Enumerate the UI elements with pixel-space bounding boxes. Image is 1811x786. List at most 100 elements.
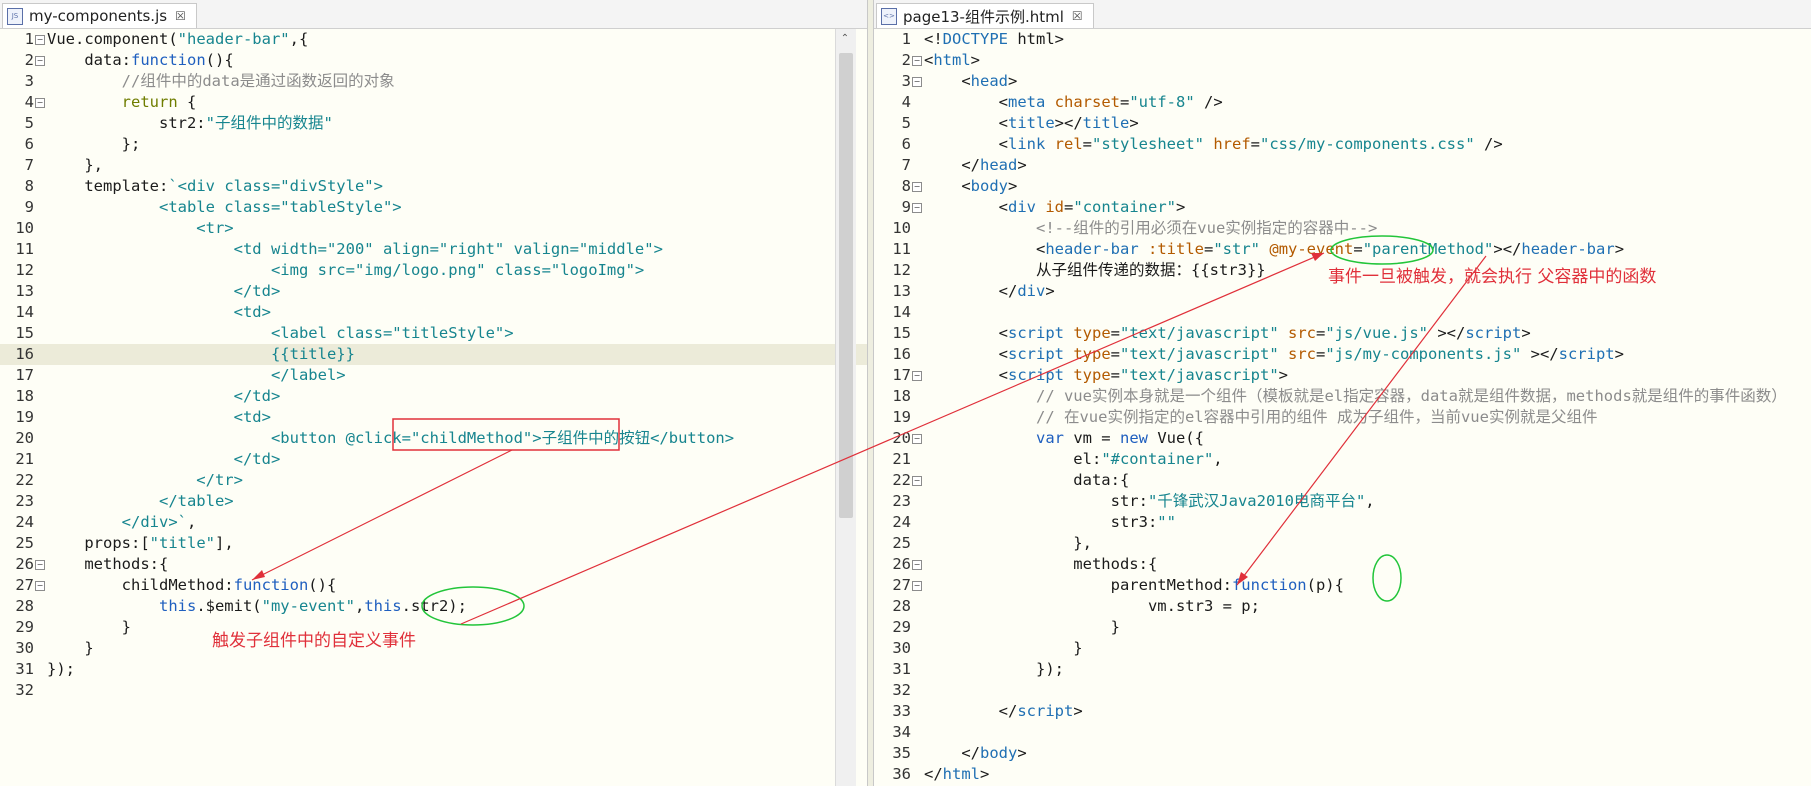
code-line[interactable]: 14: [874, 302, 1811, 323]
code-line[interactable]: 17− <script type="text/javascript">: [874, 365, 1811, 386]
code-line[interactable]: 19 <td>: [0, 407, 867, 428]
code-line[interactable]: 25 props:["title"],: [0, 533, 867, 554]
code-line[interactable]: 10 <tr>: [0, 218, 867, 239]
code-line[interactable]: 28 vm.str3 = p;: [874, 596, 1811, 617]
code-line[interactable]: 32: [874, 680, 1811, 701]
fold-toggle-icon[interactable]: −: [912, 77, 922, 87]
code-line[interactable]: 1−Vue.component("header-bar",{: [0, 29, 867, 50]
code-line[interactable]: 11 <td width="200" align="right" valign=…: [0, 239, 867, 260]
code-line[interactable]: 32: [0, 680, 867, 701]
code-line[interactable]: 26− methods:{: [0, 554, 867, 575]
line-number: 27: [15, 576, 34, 594]
code-line[interactable]: 27− childMethod:function(){: [0, 575, 867, 596]
tab-my-components-js[interactable]: JS my-components.js ☒: [2, 3, 197, 28]
code-line[interactable]: 8 template:`<div class="divStyle">: [0, 176, 867, 197]
fold-toggle-icon[interactable]: −: [35, 560, 45, 570]
code-line[interactable]: 7 </head>: [874, 155, 1811, 176]
code-line[interactable]: 20 <button @click="childMethod">子组件中的按钮<…: [0, 428, 867, 449]
code-line[interactable]: 15 <script type="text/javascript" src="j…: [874, 323, 1811, 344]
fold-toggle-icon[interactable]: −: [35, 581, 45, 591]
code-text: methods:{: [924, 555, 1158, 573]
fold-toggle-icon[interactable]: −: [912, 560, 922, 570]
fold-toggle-icon[interactable]: −: [912, 371, 922, 381]
code-line[interactable]: 9− <div id="container">: [874, 197, 1811, 218]
code-line[interactable]: 9 <table class="tableStyle">: [0, 197, 867, 218]
code-text: <script type="text/javascript" src="js/v…: [924, 324, 1531, 342]
fold-toggle-icon[interactable]: −: [912, 203, 922, 213]
fold-toggle-icon[interactable]: −: [912, 182, 922, 192]
code-line[interactable]: 1<!DOCTYPE html>: [874, 29, 1811, 50]
code-line[interactable]: 4 <meta charset="utf-8" />: [874, 92, 1811, 113]
close-icon[interactable]: ☒: [1071, 9, 1083, 23]
code-line[interactable]: 26− methods:{: [874, 554, 1811, 575]
fold-toggle-icon[interactable]: −: [35, 56, 45, 66]
code-line[interactable]: 19 // 在vue实例指定的el容器中引用的组件 成为子组件，当前vue实例就…: [874, 407, 1811, 428]
code-line[interactable]: 28 this.$emit("my-event",this.str2);: [0, 596, 867, 617]
code-line[interactable]: 21 el:"#container",: [874, 449, 1811, 470]
code-line[interactable]: 15 <label class="titleStyle">: [0, 323, 867, 344]
scrollbar-thumb[interactable]: [839, 53, 853, 518]
code-line[interactable]: 8− <body>: [874, 176, 1811, 197]
line-number: 9: [24, 198, 34, 216]
code-line[interactable]: 3− <head>: [874, 71, 1811, 92]
code-line[interactable]: 14 <td>: [0, 302, 867, 323]
code-line[interactable]: 36</html>: [874, 764, 1811, 785]
code-line[interactable]: 34: [874, 722, 1811, 743]
code-line[interactable]: 29 }: [0, 617, 867, 638]
annotation-child-note: 触发子组件中的自定义事件: [212, 631, 416, 651]
vertical-scrollbar[interactable]: ⌃: [835, 29, 856, 786]
code-line[interactable]: 16 <script type="text/javascript" src="j…: [874, 344, 1811, 365]
right-editor-pane[interactable]: <> page13-组件示例.html ☒ 1<!DOCTYPE html>2−…: [874, 0, 1811, 786]
code-line[interactable]: 18 // vue实例本身就是一个组件（模板就是el指定容器，data就是组件数…: [874, 386, 1811, 407]
code-line[interactable]: 7 },: [0, 155, 867, 176]
code-line[interactable]: 24 str3:"": [874, 512, 1811, 533]
line-number: 20: [892, 429, 911, 447]
code-line[interactable]: 30 }: [874, 638, 1811, 659]
code-line[interactable]: 6 <link rel="stylesheet" href="css/my-co…: [874, 134, 1811, 155]
code-editor-right[interactable]: 1<!DOCTYPE html>2−<html>3− <head>4 <meta…: [874, 29, 1811, 785]
code-line[interactable]: 2−<html>: [874, 50, 1811, 71]
code-text: </div>: [924, 282, 1055, 300]
code-line[interactable]: 35 </body>: [874, 743, 1811, 764]
fold-toggle-icon[interactable]: −: [35, 35, 45, 45]
left-editor-pane[interactable]: JS my-components.js ☒ 1−Vue.component("h…: [0, 0, 867, 786]
code-line[interactable]: 5 str2:"子组件中的数据": [0, 113, 867, 134]
code-line[interactable]: 18 </td>: [0, 386, 867, 407]
code-line[interactable]: 11 <header-bar :title="str" @my-event="p…: [874, 239, 1811, 260]
fold-toggle-icon[interactable]: −: [912, 476, 922, 486]
code-line[interactable]: 30 }: [0, 638, 867, 659]
fold-toggle-icon[interactable]: −: [35, 98, 45, 108]
code-line[interactable]: 10 <!--组件的引用必须在vue实例指定的容器中-->: [874, 218, 1811, 239]
code-line[interactable]: 22 </tr>: [0, 470, 867, 491]
code-line[interactable]: 23 </table>: [0, 491, 867, 512]
code-line[interactable]: 12 <img src="img/logo.png" class="logoIm…: [0, 260, 867, 281]
code-line[interactable]: 27− parentMethod:function(p){: [874, 575, 1811, 596]
fold-toggle-icon[interactable]: −: [912, 434, 922, 444]
code-line[interactable]: 2− data:function(){: [0, 50, 867, 71]
code-line[interactable]: 5 <title></title>: [874, 113, 1811, 134]
code-line[interactable]: 16 {{title}}: [0, 344, 867, 365]
code-line[interactable]: 17 </label>: [0, 365, 867, 386]
tab-page13-html[interactable]: <> page13-组件示例.html ☒: [876, 3, 1094, 28]
code-line[interactable]: 21 </td>: [0, 449, 867, 470]
code-line[interactable]: 29 }: [874, 617, 1811, 638]
code-line[interactable]: 6 };: [0, 134, 867, 155]
fold-toggle-icon[interactable]: −: [912, 56, 922, 66]
code-line[interactable]: 25 },: [874, 533, 1811, 554]
close-icon[interactable]: ☒: [175, 9, 186, 23]
code-line[interactable]: 31});: [0, 659, 867, 680]
fold-toggle-icon[interactable]: −: [912, 581, 922, 591]
code-line[interactable]: 4− return {: [0, 92, 867, 113]
code-line[interactable]: 33 </script>: [874, 701, 1811, 722]
code-line[interactable]: 24 </div>`,: [0, 512, 867, 533]
code-line[interactable]: 13 </td>: [0, 281, 867, 302]
line-number: 21: [15, 450, 34, 468]
code-line[interactable]: 3 //组件中的data是通过函数返回的对象: [0, 71, 867, 92]
scroll-up-icon[interactable]: ⌃: [840, 33, 850, 44]
code-line[interactable]: 20− var vm = new Vue({: [874, 428, 1811, 449]
code-editor-left[interactable]: 1−Vue.component("header-bar",{2− data:fu…: [0, 29, 867, 701]
code-line[interactable]: 23 str:"千锋武汉Java2010电商平台",: [874, 491, 1811, 512]
pane-splitter[interactable]: [867, 0, 874, 786]
code-line[interactable]: 22− data:{: [874, 470, 1811, 491]
code-line[interactable]: 31 });: [874, 659, 1811, 680]
